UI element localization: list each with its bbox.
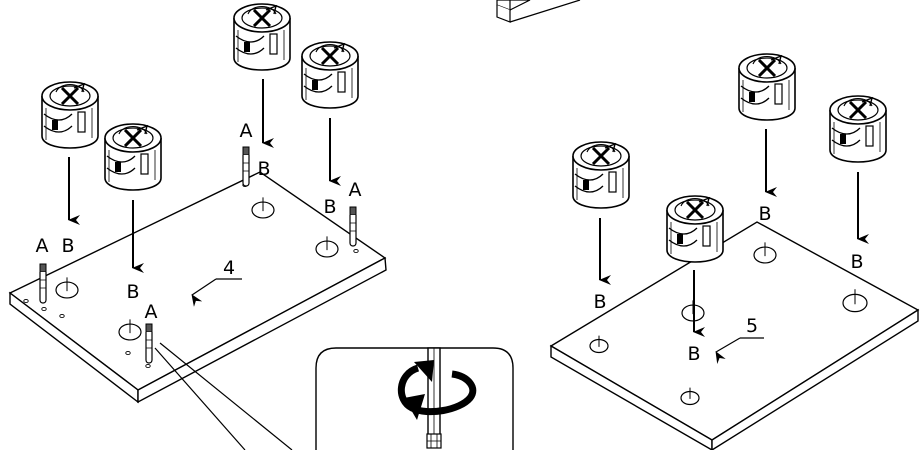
cam-label-b: B [257,158,270,180]
panel-4-side-edge [137,256,387,404]
cam-lock-fitting-icon [232,2,292,72]
panel-fragment-side [496,5,511,23]
cam-label-b: B [687,343,700,365]
dowel-label-a: A [349,179,362,201]
pin-hole-icon [59,313,65,319]
pin-hole-icon [145,363,151,369]
cam-label-b: B [850,251,863,273]
cam-lock-fitting-icon [737,52,797,122]
cam-dowel-pin-icon [39,263,47,304]
pin-hole-icon [125,350,131,356]
dowel-label-a: A [240,120,253,142]
screw-thread [427,434,441,448]
cam-label-b: B [593,291,606,313]
detail-callout-line [159,342,293,451]
pin-hole-icon [41,306,47,312]
leader-arrow [191,278,217,307]
cam-dowel-pin-icon [349,206,357,247]
cam-lock-fitting-icon [828,94,888,164]
cam-label-b: B [126,281,139,303]
cam-label-b: B [61,235,74,257]
dowel-label-a: A [36,235,49,257]
cam-dowel-pin-icon [242,146,250,187]
leader-arrow [715,337,741,365]
rotate-clockwise-icon [397,364,477,416]
cam-lock-fitting-icon [665,194,725,264]
dowel-label-a: A [145,301,158,323]
panel-5-side-edge [711,308,919,452]
detail-callout-line [154,347,246,451]
cam-lock-fitting-icon [571,140,631,210]
rotate-arrow-tail [414,360,434,382]
cam-lock-fitting-icon [40,80,100,150]
cam-lock-fitting-icon [103,122,163,192]
panel-fragment-edge [509,0,531,11]
rotate-arrow-head [404,394,425,420]
cam-dowel-pin-icon [145,323,153,364]
cam-label-b: B [323,196,336,218]
pin-hole-icon [353,248,359,254]
cam-label-b: B [758,203,771,225]
panel-number-5: 5 [746,315,758,337]
pin-hole-icon [23,298,29,304]
cam-lock-fitting-icon [300,40,360,110]
panel-fragment-bottom [509,0,581,23]
panel-number-4: 4 [223,257,235,279]
